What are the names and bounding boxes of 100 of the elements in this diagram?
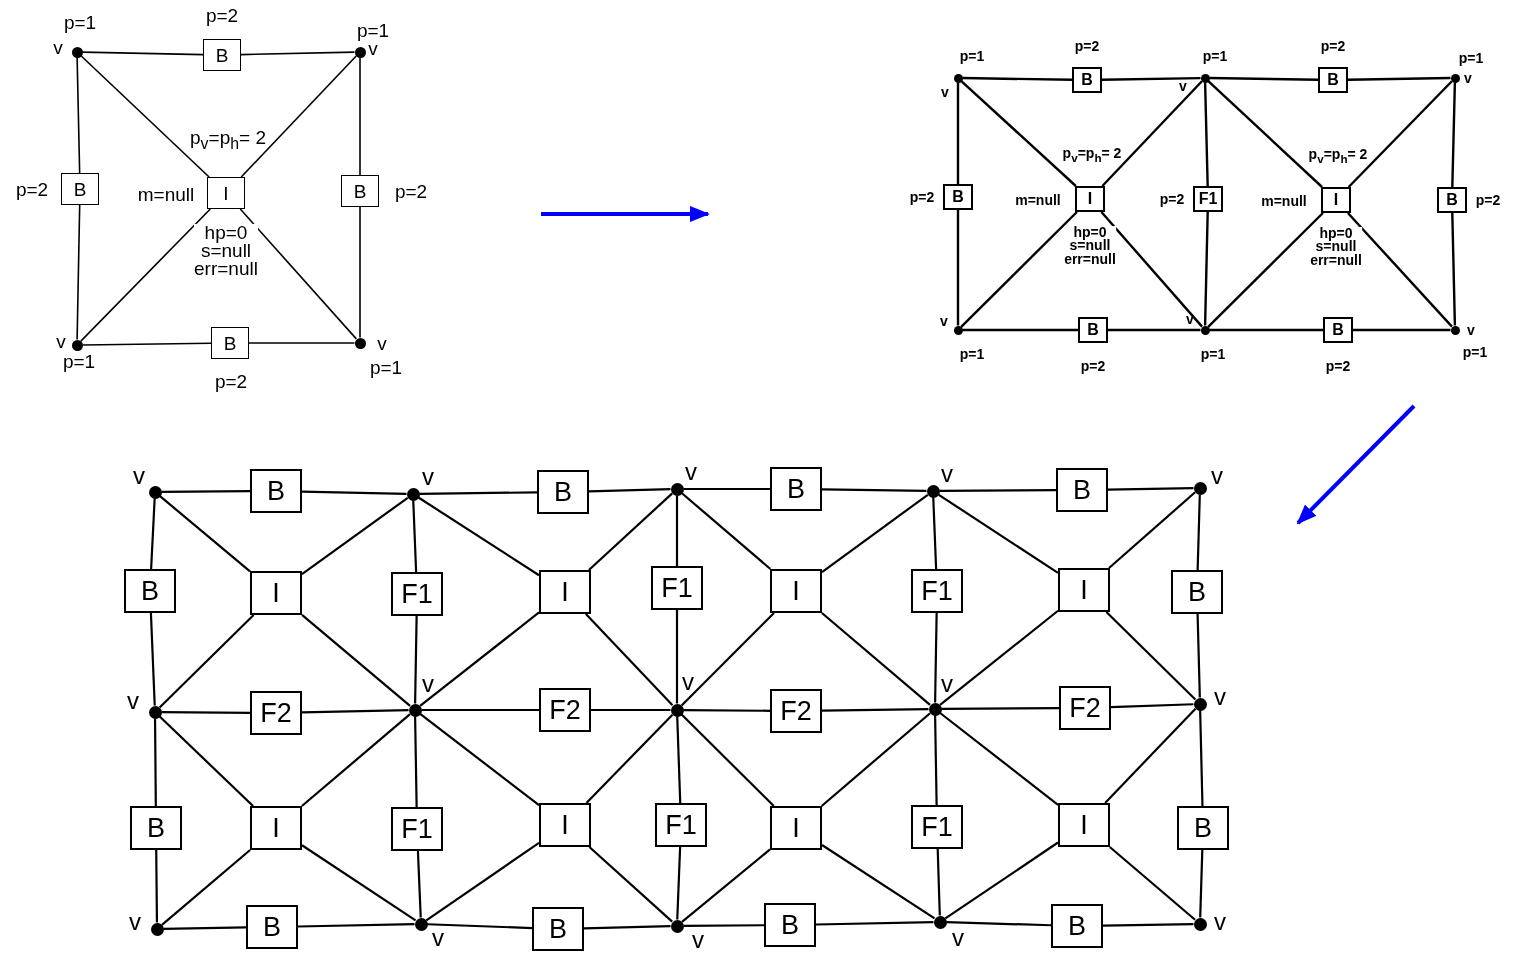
connection-line [248,342,356,344]
element-box: F1 [391,572,443,616]
connection-line [239,208,358,340]
parameter-label: p=2 [1475,193,1501,207]
parameter-label: m=null [1261,194,1307,208]
parameter-label: p=2 [1074,39,1100,53]
element-box: B [532,907,584,951]
parameter-label: hp=0 s=null err=null [1064,226,1116,266]
connection-line [163,926,246,930]
connection-line [301,614,411,707]
connection-line [80,55,210,178]
parameter-label: p=2 [1320,39,1346,53]
connection-line [417,496,540,577]
connection-line [1209,328,1323,332]
connection-line [421,708,539,712]
vertex-dot [406,487,420,501]
connection-line [301,490,407,495]
parameter-label: p=2 [394,181,428,201]
vertex-label: v [432,926,444,950]
connection-line [939,609,1059,706]
element-box: B [764,903,816,947]
vertex-label: v [685,460,697,484]
vertex-label: v [1214,910,1226,934]
connection-line [588,488,671,493]
vertex-label: p=1 [1458,51,1484,65]
connection-line [81,342,212,346]
connection-line [414,616,418,704]
connection-line [158,614,255,709]
connection-line [419,713,540,806]
parameter-label: m=null [137,184,195,204]
vertex-dot [1200,325,1210,335]
vertex-dot [71,339,83,351]
element-box: B [943,184,973,210]
connection-line [680,713,775,807]
connection-line [155,850,159,923]
vertex-dot [1193,481,1207,495]
connection-line [240,51,356,56]
connection-line [683,924,764,928]
connection-line [359,206,361,339]
element-box: B [130,806,182,850]
connection-line [934,613,938,703]
connection-line [425,841,540,922]
connection-line [1108,491,1196,569]
connection-line [1101,80,1203,187]
element-box: B [250,469,302,513]
connection-line [1199,710,1204,807]
connection-line [1196,494,1201,571]
connection-line [153,718,157,806]
vertex-label: v [133,464,145,488]
element-box: F2 [770,689,822,733]
vertex-label: p=1 [1462,345,1488,359]
connection-line [585,713,674,804]
parameter-label: p=2 [1325,359,1351,373]
element-box: B [341,175,379,207]
vertex-dot [1450,325,1460,335]
element-box: F1 [911,569,963,613]
connection-line [412,500,418,573]
connection-line [934,715,938,805]
element-box: B [61,173,99,205]
vertex-label: v [53,37,63,57]
vertex-dot [953,325,963,335]
vertex-label: v [1211,464,1223,488]
connection-line [956,210,960,326]
element-box: B [211,327,249,359]
connection-line [1109,846,1196,921]
vertex-label: v [941,462,953,486]
vertex-label: v [941,85,949,99]
connection-line [1100,211,1203,328]
vertex-dot [670,482,684,496]
vertex-dot [148,485,162,499]
connection-line [76,204,81,341]
vertex-dot [670,919,684,933]
element-box: F1 [655,803,707,847]
connection-line [1207,212,1324,328]
parameter-label: p=2 [15,179,49,199]
vertex-label: v [682,670,694,694]
element-box: B [1177,806,1229,850]
connection-line [591,708,671,712]
element-box: F2 [539,688,591,732]
connection-line [161,710,250,714]
connection-line [419,611,540,707]
vertex-dot [414,917,428,931]
vertex-dot [71,46,83,58]
connection-line [1207,80,1323,188]
connection-line [416,850,422,918]
connection-line [681,492,772,570]
parameter-label: p$_{v}$=p$_{h}$= 2 [190,128,266,152]
vertex-label: p=1 [959,347,985,361]
element-box: B [1318,67,1348,93]
connection-line [960,80,1077,187]
vertex-label: p=1 [369,357,403,377]
vertex-dot [1193,917,1207,931]
connection-line [359,56,361,176]
element-box: F2 [1059,686,1111,730]
parameter-label: p=2 [1159,192,1185,206]
connection-line [941,707,1059,711]
connection-line [159,495,251,573]
connection-line [822,488,927,492]
vertex-label: v [368,38,378,58]
connection-line [932,497,938,570]
